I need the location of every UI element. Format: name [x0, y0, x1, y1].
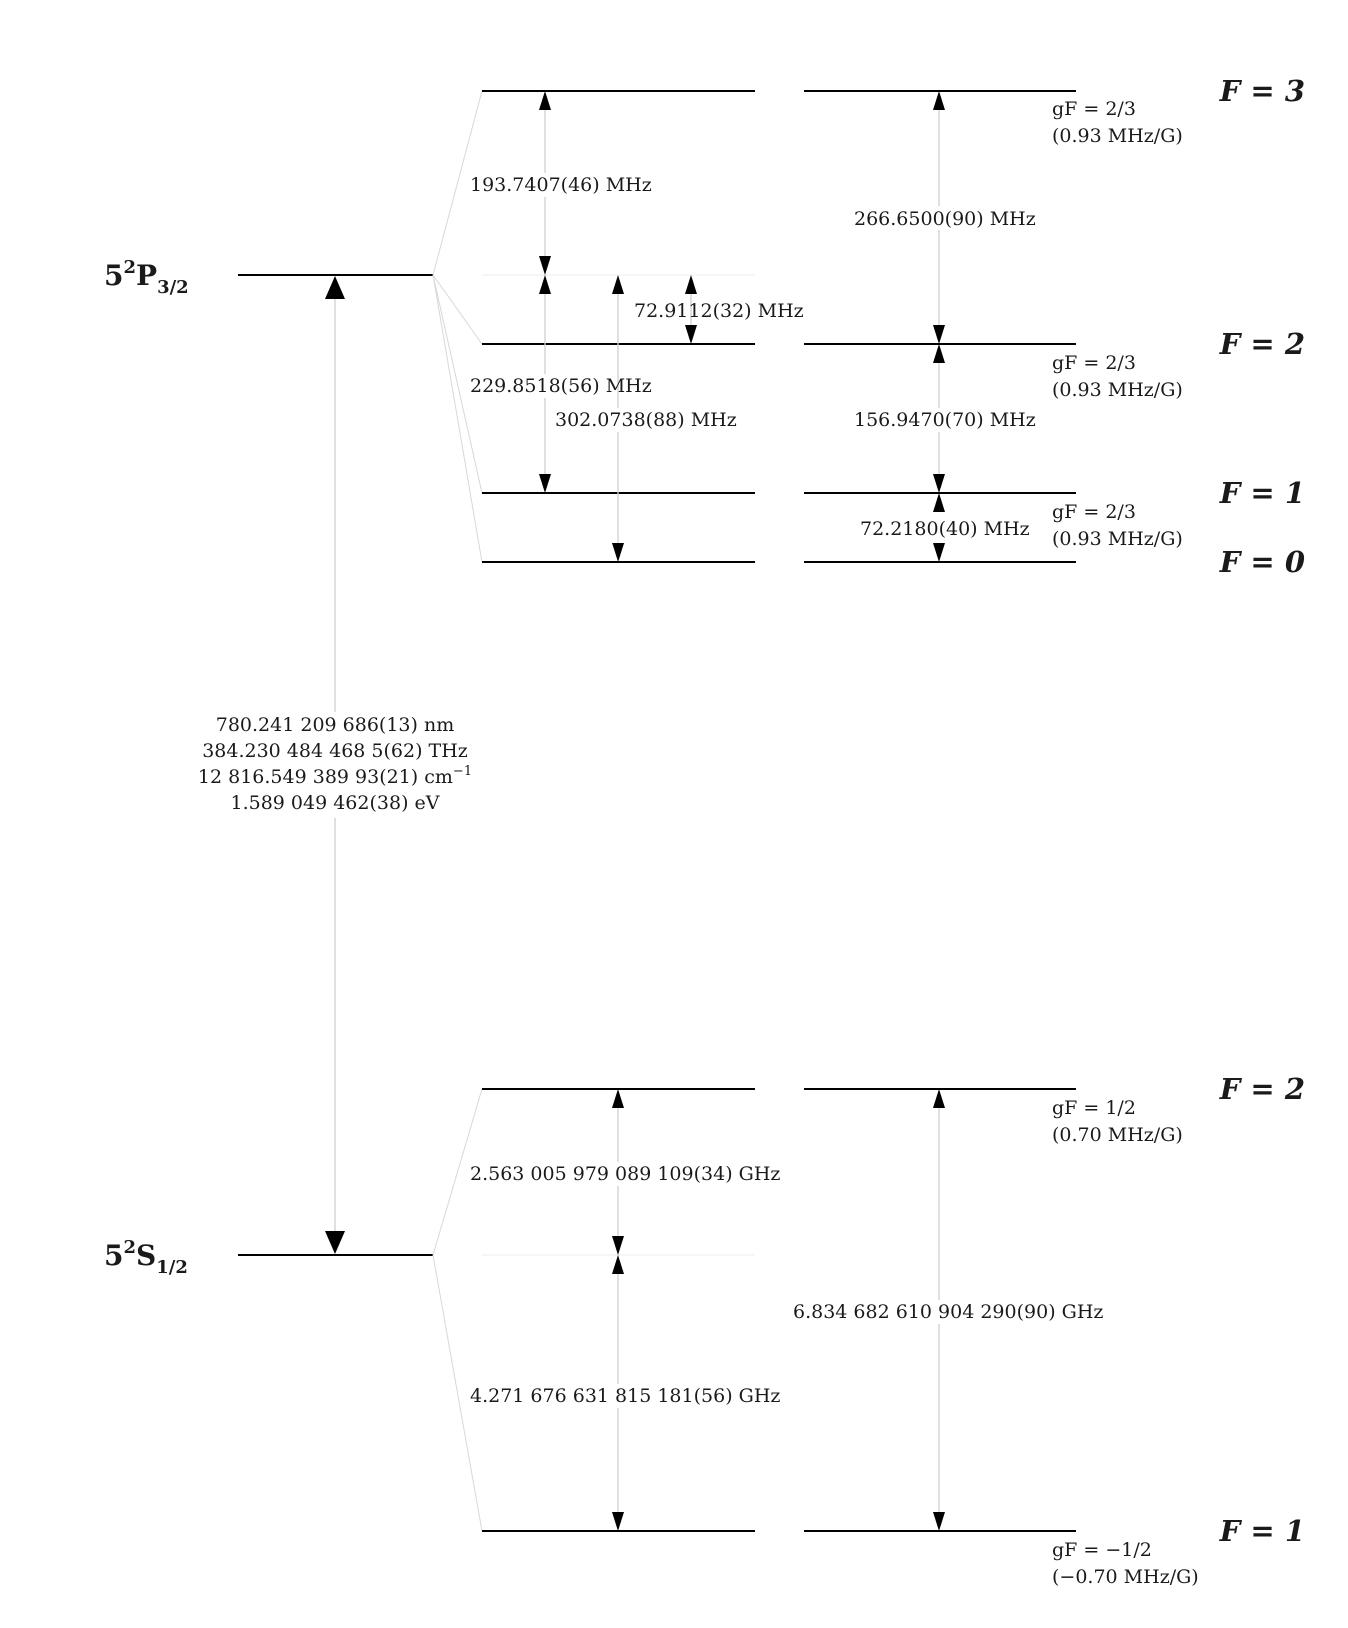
- gfactor-p-f2: gF = 2/3 (0.93 MHz/G): [1052, 352, 1183, 401]
- transition-frequency: 384.230 484 468 5(62) THz: [202, 740, 468, 762]
- transition-wavenumber: 12 816.549 389 93(21) cm−1: [198, 764, 472, 788]
- splitting-p-f2-f1: 156.9470(70) MHz: [854, 409, 1036, 431]
- gfactor-s-f1: gF = −1/2 (−0.70 MHz/G): [1052, 1539, 1199, 1588]
- gfactor-s-f2: gF = 1/2 (0.70 MHz/G): [1052, 1097, 1183, 1146]
- f-label-p-f3: F = 3: [1219, 74, 1305, 108]
- splitting-p-center-f1: 229.8518(56) MHz: [470, 375, 652, 397]
- transition-energy: 1.589 049 462(38) eV: [230, 792, 439, 814]
- connector-p-f2: [432, 274, 483, 345]
- splitting-p-center-f2: 72.9112(32) MHz: [634, 300, 804, 322]
- excited-hyperfine-levels: [482, 90, 1076, 563]
- transition-wavelength: 780.241 209 686(13) nm: [216, 714, 454, 736]
- gfactor-p-f3: gF = 2/3 (0.93 MHz/G): [1052, 98, 1183, 147]
- arrow-p-center-f1: [539, 275, 551, 493]
- splitting-p-f3-f2: 266.6500(90) MHz: [854, 208, 1036, 230]
- svg-text:(0.93 MHz/G): (0.93 MHz/G): [1052, 379, 1183, 401]
- f-label-p-f2: F = 2: [1219, 327, 1305, 361]
- splitting-p-f1-f0: 72.2180(40) MHz: [860, 518, 1030, 540]
- arrowhead-down: [325, 1231, 345, 1254]
- svg-text:(0.70 MHz/G): (0.70 MHz/G): [1052, 1124, 1183, 1146]
- splitting-p-center-f0: 302.0738(88) MHz: [555, 409, 737, 431]
- f-label-s-f1: F = 1: [1219, 1514, 1305, 1548]
- arrowhead-up: [325, 276, 345, 299]
- transition-info: 780.241 209 686(13) nm 384.230 484 468 5…: [198, 714, 472, 814]
- arrow-p-f2-f1: [933, 344, 945, 493]
- connector-s-f1: [432, 1254, 483, 1532]
- connector-p-f0: [432, 274, 483, 563]
- ground-state-label: 52S1/2: [104, 1237, 188, 1278]
- svg-text:gF = 2/3: gF = 2/3: [1052, 352, 1136, 374]
- arrow-p-f3-center: [539, 91, 551, 275]
- f-label-p-f0: F = 0: [1219, 545, 1305, 579]
- svg-text:gF = 2/3: gF = 2/3: [1052, 501, 1136, 523]
- svg-text:gF = 2/3: gF = 2/3: [1052, 98, 1136, 120]
- gfactor-p-f1: gF = 2/3 (0.93 MHz/G): [1052, 501, 1183, 550]
- arrow-p-f3-f2: [933, 91, 945, 344]
- f-label-s-f2: F = 2: [1219, 1072, 1305, 1106]
- arrow-p-f1-f0: [933, 493, 945, 562]
- splitting-p-f3-center: 193.7407(46) MHz: [470, 174, 652, 196]
- ground-hyperfine-levels: [482, 1088, 1076, 1532]
- splitting-s-f2-center: 2.563 005 979 089 109(34) GHz: [470, 1163, 780, 1185]
- connector-p-f3: [432, 90, 483, 276]
- splitting-s-center-f1: 4.271 676 631 815 181(56) GHz: [470, 1385, 780, 1407]
- splitting-s-f2-f1: 6.834 682 610 904 290(90) GHz: [793, 1301, 1103, 1323]
- svg-text:gF = −1/2: gF = −1/2: [1052, 1539, 1152, 1561]
- connector-p-f1: [432, 274, 483, 494]
- arrow-p-center-f2: [685, 275, 697, 344]
- svg-text:(−0.70 MHz/G): (−0.70 MHz/G): [1052, 1566, 1199, 1588]
- connector-s-f2: [432, 1088, 483, 1256]
- arrow-s-f2-center: [612, 1089, 624, 1255]
- arrow-s-f2-f1: [933, 1089, 945, 1531]
- arrow-s-center-f1: [612, 1255, 624, 1531]
- svg-text:(0.93 MHz/G): (0.93 MHz/G): [1052, 125, 1183, 147]
- excited-state-label: 52P3/2: [104, 257, 189, 298]
- d2-transition-arrow: [325, 276, 345, 1254]
- svg-text:gF = 1/2: gF = 1/2: [1052, 1097, 1136, 1119]
- svg-text:(0.93 MHz/G): (0.93 MHz/G): [1052, 528, 1183, 550]
- arrow-p-center-f0: [612, 275, 624, 562]
- f-label-p-f1: F = 1: [1219, 476, 1305, 510]
